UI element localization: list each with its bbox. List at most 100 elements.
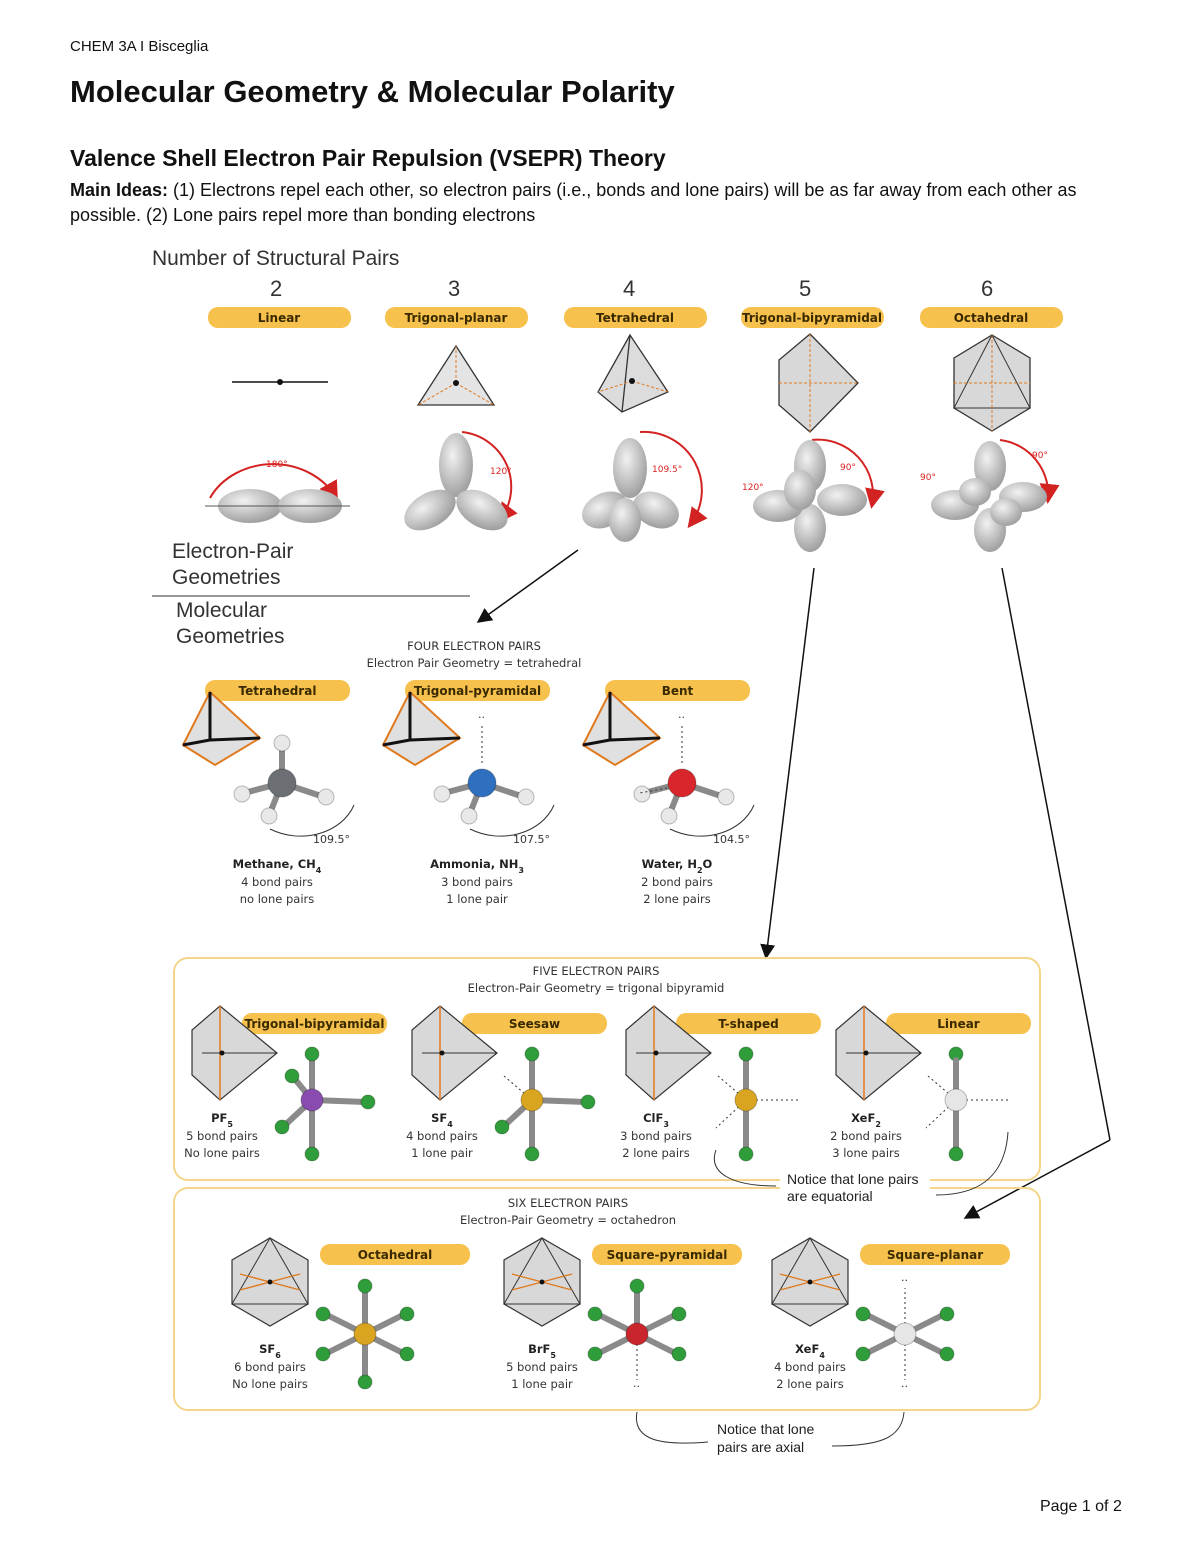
orbital-lobe [959, 478, 991, 506]
orbital-lobe [990, 498, 1022, 526]
fluorine-atom [587, 1306, 603, 1322]
angle-arrow [209, 463, 338, 502]
molecule-name: SF6 [259, 1342, 281, 1360]
course-header: CHEM 3A I Bisceglia [70, 38, 209, 55]
center-atom [277, 379, 283, 385]
fluorine-atom [524, 1046, 540, 1062]
lone-pair-dots: ·· [901, 1274, 908, 1287]
molecular-label: Geometries [176, 625, 285, 648]
octahedron-edges [771, 1236, 849, 1305]
column-number: 6 [981, 276, 993, 301]
hydrogen-atom [660, 807, 678, 825]
angle-label-2: 90° [920, 473, 936, 483]
shape-pill [860, 1244, 1010, 1265]
four-pairs-heading: FOUR ELECTRON PAIRS [407, 639, 541, 653]
shape-pill [405, 680, 550, 701]
electron-pair-label: Electron-Pair [172, 540, 293, 563]
axial-note: Notice that lone [717, 1421, 814, 1437]
shape-pill [605, 680, 750, 701]
shape-pill [564, 307, 707, 328]
shape-label: Trigonal-pyramidal [414, 684, 541, 698]
orbital-lobe [817, 484, 867, 516]
angle-arrow [999, 439, 1060, 504]
angle-arrow [461, 431, 518, 524]
bond-pairs-text: 3 bond pairs [620, 1129, 692, 1143]
molecule-name: XeF4 [795, 1342, 825, 1360]
note-pointer [935, 1131, 1009, 1196]
fluorine-atom [738, 1146, 754, 1162]
section-title: Valence Shell Electron Pair Repulsion (V… [70, 145, 666, 171]
shape-label: Linear [258, 311, 301, 325]
lone-pairs-text: 1 lone pair [446, 892, 508, 906]
connector-line [1001, 567, 1111, 1141]
four-pairs-subheading: Electron Pair Geometry = tetrahedral [367, 656, 582, 670]
bond-line [417, 382, 457, 406]
orbital-lobe [439, 433, 473, 497]
lone-pairs-text: No lone pairs [184, 1146, 260, 1160]
equatorial-note: Notice that lone pairs [787, 1171, 919, 1187]
molecule-subscript: 2 [697, 866, 703, 875]
orbital-lobe [609, 498, 641, 542]
fluorine-atom [360, 1094, 376, 1110]
fluorine-atom [580, 1094, 596, 1110]
central-atom [625, 1322, 649, 1346]
six-pairs-heading: SIX ELECTRON PAIRS [508, 1196, 628, 1210]
molecule-subscript: 2 [875, 1120, 881, 1129]
column-2: 2 Linear 180° [205, 276, 351, 523]
tetrahedron-bond-edge [409, 736, 461, 742]
angle-label: 90° [1032, 451, 1048, 461]
central-atom [267, 768, 297, 798]
molecule-subscript: 4 [316, 866, 322, 875]
shape-label: Octahedral [358, 1248, 433, 1262]
note-pointer [831, 1411, 905, 1447]
electron-pair-label: Geometries [172, 566, 281, 589]
orbital-lobe [613, 438, 647, 498]
four-pairs-item: Trigonal-pyramidal··107.5°Ammonia, NH33 … [381, 680, 555, 906]
bond-pairs-text: 3 bond pairs [441, 875, 513, 889]
fluorine-atom [524, 1146, 540, 1162]
molecule-name: XeF2 [851, 1111, 881, 1129]
main-ideas: Main Ideas: (1) Electrons repel each oth… [70, 178, 1140, 228]
molecule-name-base: Ammonia, NH [430, 857, 518, 871]
column-4: 4 Tetrahedral 109.5° [564, 276, 708, 542]
shape-pill [886, 1013, 1031, 1034]
octahedron-edges [231, 1236, 309, 1305]
bond-line [597, 380, 633, 393]
tetrahedron-bond-edge [609, 736, 661, 742]
center-atom [629, 378, 635, 384]
fluorine-atom [274, 1119, 290, 1135]
angle-arc [469, 804, 555, 837]
center-point [219, 1050, 225, 1056]
shape-label: Bent [662, 684, 694, 698]
bond-pairs-text: 4 bond pairs [774, 1360, 846, 1374]
fluorine-atom [284, 1068, 300, 1084]
six-pairs-subheading: Electron-Pair Geometry = octahedron [460, 1213, 676, 1227]
bond-pairs-text: 2 bond pairs [830, 1129, 902, 1143]
hydrogen-atom [717, 788, 735, 806]
lone-pairs-text: 2 lone pairs [622, 1146, 689, 1160]
shape-pill [920, 307, 1063, 328]
fluorine-atom [357, 1278, 373, 1294]
fluorine-atom [315, 1306, 331, 1322]
column-3: 3 Trigonal-planar 120° [385, 276, 528, 531]
connector-arrow [476, 549, 579, 623]
shape-pill [462, 1013, 607, 1034]
fluorine-atom [315, 1346, 331, 1362]
lone-pairs-text: 2 lone pairs [643, 892, 710, 906]
angle-label: 180° [266, 460, 288, 470]
six-pairs-box [173, 1187, 1041, 1411]
bond-pairs-text: 5 bond pairs [506, 1360, 578, 1374]
molecule-name: BrF5 [528, 1342, 556, 1360]
molecule-subscript: 5 [550, 1351, 556, 1360]
main-ideas-label: Main Ideas: [70, 180, 169, 200]
shape-label: Seesaw [509, 1017, 560, 1031]
bond-angle: 109.5° [313, 833, 350, 846]
fluorine-atom [629, 1278, 645, 1294]
molecule-subscript: 6 [275, 1351, 281, 1360]
edge-line [621, 334, 631, 413]
bond-line [455, 382, 495, 406]
